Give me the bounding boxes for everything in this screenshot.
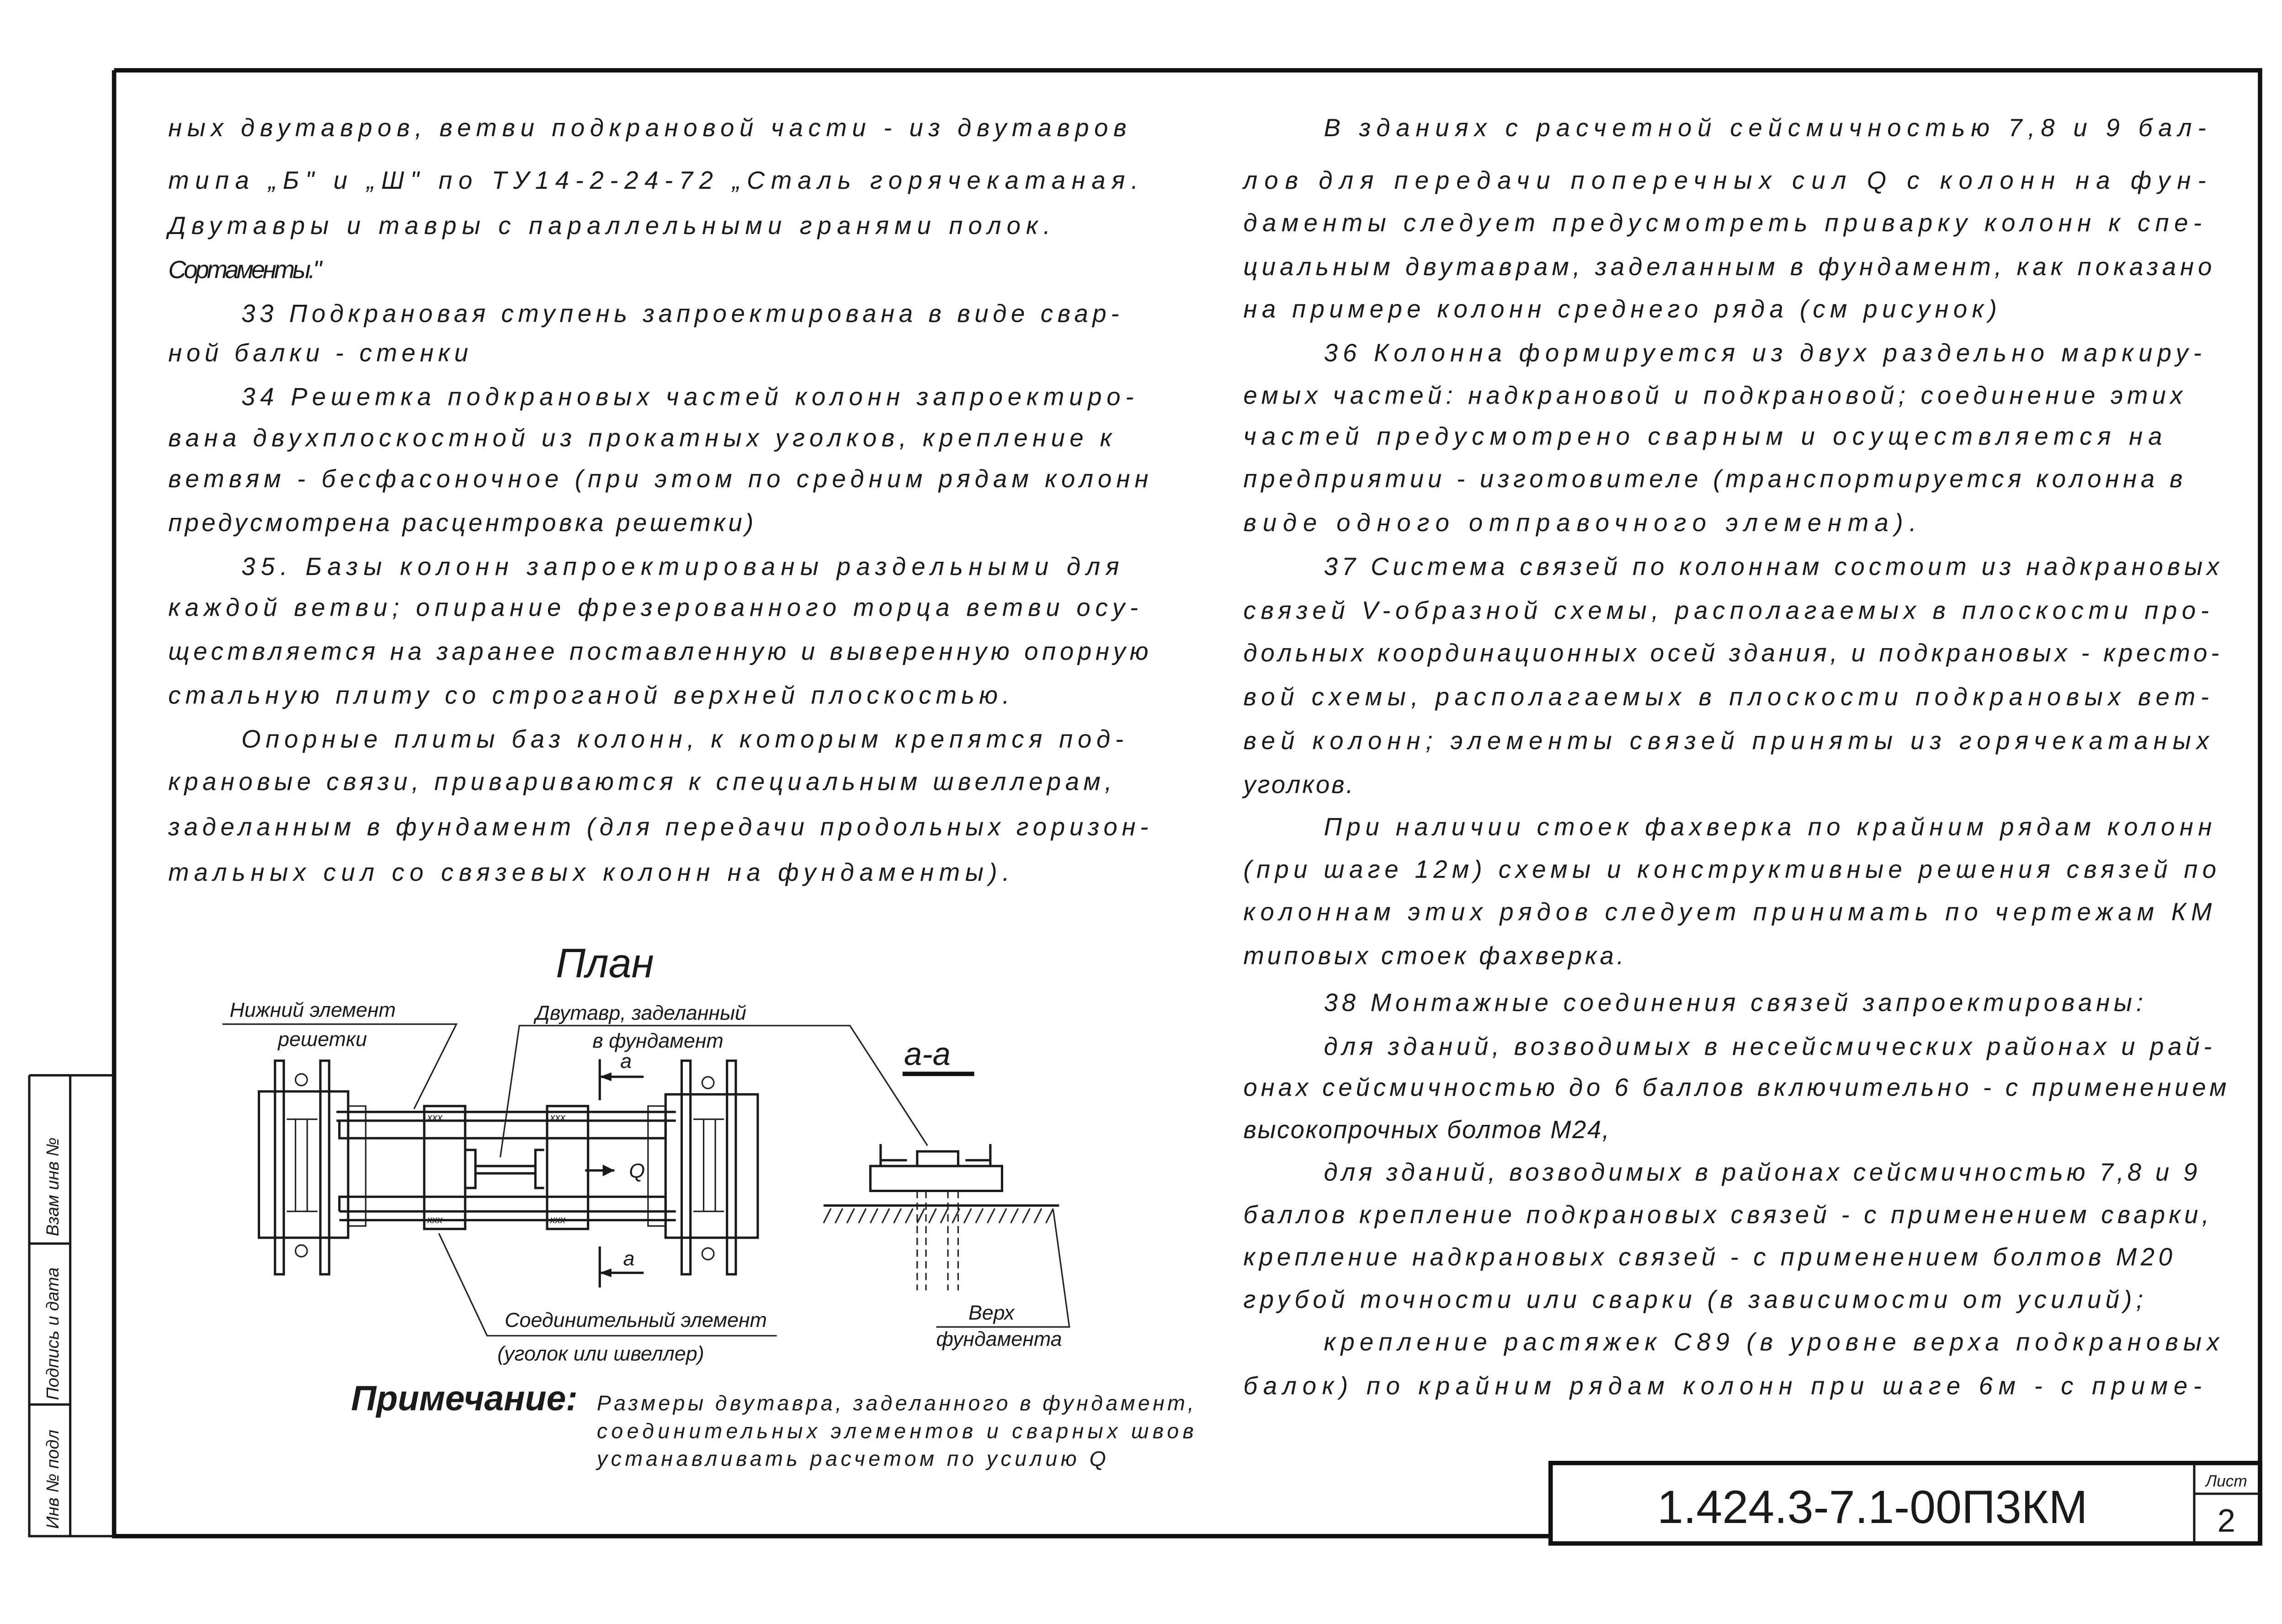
text-line: даменты следует предусмотреть приварку к… xyxy=(1244,209,2202,237)
left-column-branch xyxy=(257,1060,367,1276)
note: Примечание: Размеры двутавра, заделанног… xyxy=(351,1379,1194,1471)
right-column-branch xyxy=(647,1060,759,1276)
leader-ibeam: Двутавр, заделанный в фундамент xyxy=(500,1001,928,1158)
text-line: ветвям - бесфасоночное (при этом по сред… xyxy=(168,465,1148,493)
text-line: 35. Базы колонн запроектированы раздельн… xyxy=(241,553,1119,580)
text-line: для зданий, возводимых в несейсмических … xyxy=(1324,1033,2212,1060)
text-line: каждой ветви; опирание фрезерованного то… xyxy=(168,594,1138,622)
note-line: соединительных элементов и сварных швов xyxy=(597,1419,1194,1443)
text-line: 36 Колонна формируется из двух раздельно… xyxy=(1324,339,2202,367)
text-line: уголков. xyxy=(1242,771,1353,799)
sheet-number: 2 xyxy=(2218,1502,2235,1539)
leader-lower-element: Нижний элемент решетки xyxy=(222,999,458,1109)
text-line: Сортаменты." xyxy=(168,256,323,283)
label-lower-element: Нижний элемент xyxy=(230,999,396,1022)
text-line: Двутавры и тавры с параллельными гранями… xyxy=(165,212,1050,240)
sheet-frame xyxy=(112,68,2262,1544)
connecting-plates: xxx xxx xxx xxx xyxy=(423,1105,590,1230)
embedded-ibeam xyxy=(465,1149,544,1189)
plan-drawing: План xxx xxx x xyxy=(222,940,928,1365)
stamp-inv-original: Инв № подл xyxy=(43,1430,63,1529)
note-line: устанавливать расчетом по усилию Q xyxy=(596,1447,1106,1470)
text-line: крепление надкрановых связей - с примене… xyxy=(1244,1243,2172,1271)
svg-text:xxx: xxx xyxy=(549,1112,565,1123)
text-line: ществляется на заранее поставленную и вы… xyxy=(168,638,1148,666)
section-title: а-а xyxy=(904,1036,951,1072)
text-line: дольных координационных осей здания, и п… xyxy=(1244,639,2219,667)
document-designation: 1.424.3-7.1-00П3КМ xyxy=(1657,1480,2088,1533)
text-line: типовых стоек фахверка. xyxy=(1244,942,1624,969)
note-heading: Примечание: xyxy=(351,1379,578,1418)
section-marks: а а xyxy=(598,1050,644,1288)
left-column-text: ных двутавров, ветви подкрановой части -… xyxy=(165,114,1148,886)
svg-text:xxx: xxx xyxy=(427,1112,443,1123)
text-line: ной балки - стенки xyxy=(168,339,468,367)
right-column-text: В зданиях с расчетной сейсмичностью 7,8 … xyxy=(1242,114,2227,1400)
title-block: 1.424.3-7.1-00П3КМ Лист 2 xyxy=(1548,1460,2262,1546)
label-lower-element-2: решетки xyxy=(277,1028,367,1051)
sheet-label: Лист xyxy=(2205,1472,2247,1490)
text-line: При наличии стоек фахверка по крайним ря… xyxy=(1324,813,2212,841)
text-line: грубой точности или сварки (в зависимост… xyxy=(1244,1286,2143,1314)
text-line: В зданиях с расчетной сейсмичностью 7,8 … xyxy=(1324,114,2206,142)
text-line: Опорные плиты баз колонн, к которым креп… xyxy=(241,725,1123,753)
text-line: баллов крепление подкрановых связей - с … xyxy=(1244,1201,2209,1229)
text-line: виде одного отправочного элемента). xyxy=(1244,509,1916,537)
text-line: балок) по крайним рядам колонн при шаге … xyxy=(1244,1372,2202,1400)
text-line: колоннам этих рядов следует принимать по… xyxy=(1244,898,2212,926)
text-line: циальным двутаврам, заделанным в фундаме… xyxy=(1244,253,2212,281)
label-connecting-element-2: (уголок или швеллер) xyxy=(497,1342,704,1365)
text-line: лов для передачи поперечных сил Q с коло… xyxy=(1242,166,2206,194)
stamp-replace-inv: Взам инв № xyxy=(43,1138,63,1236)
svg-text:xxx: xxx xyxy=(549,1214,565,1225)
label-foundation-top-2: фундамента xyxy=(936,1328,1062,1351)
plan-title: План xyxy=(556,940,654,986)
side-stamp: Взам инв № Подпись и дата Инв № подл xyxy=(28,1074,114,1538)
text-line: крепление растяжек С89 (в уровне верха п… xyxy=(1324,1328,2220,1356)
leader-connecting-element: Соединительный элемент (уголок или швелл… xyxy=(438,1233,777,1365)
text-line: типа „Б" и „Ш" по ТУ14-2-24-72 „Сталь го… xyxy=(168,166,1138,194)
text-line: 38 Монтажные соединения связей запроекти… xyxy=(1324,989,2143,1017)
text-line: емых частей: надкрановой и подкрановой; … xyxy=(1244,382,2184,410)
text-line: вей колонн; элементы связей приняты из г… xyxy=(1244,727,2210,755)
force-q-arrow: Q xyxy=(585,1160,645,1182)
text-line: вой схемы, располагаемых в плоскости под… xyxy=(1244,683,2209,711)
text-line: онах сейсмичностью до 6 баллов включител… xyxy=(1244,1073,2227,1101)
text-line: предусмотрена расцентровка решетки) xyxy=(168,509,753,537)
text-line: 37 Система связей по колоннам состоит из… xyxy=(1324,553,2220,580)
section-a-a: а-а Верх фундамента xyxy=(823,1036,1070,1351)
section-mark-bottom: а xyxy=(623,1247,634,1270)
text-line: вана двухплоскостной из прокатных уголко… xyxy=(168,424,1113,452)
text-line: на примере колонн среднего ряда (см рису… xyxy=(1244,295,1997,323)
section-mark-top: а xyxy=(620,1050,632,1073)
label-connecting-element: Соединительный элемент xyxy=(505,1309,767,1331)
text-line: крановые связи, привариваются к специаль… xyxy=(168,767,1112,795)
text-line: частей предусмотрено сварным и осуществл… xyxy=(1244,422,2162,450)
text-line: тальных сил со связевых колонн на фундам… xyxy=(168,858,1009,886)
text-line: заделанным в фундамент (для передачи про… xyxy=(168,813,1148,841)
svg-text:xxx: xxx xyxy=(427,1214,443,1225)
text-line: для зданий, возводимых в районах сейсмич… xyxy=(1324,1158,2197,1186)
text-line: 34 Решетка подкрановых частей колонн зап… xyxy=(241,383,1133,411)
text-line: ных двутавров, ветви подкрановой части -… xyxy=(168,114,1126,142)
stamp-signature-date: Подпись и дата xyxy=(43,1267,63,1400)
text-line: связей V-образной схемы, располагаемых в… xyxy=(1244,596,2209,624)
text-line: высокопрочных болтов М24, xyxy=(1244,1116,1609,1144)
force-q-label: Q xyxy=(629,1160,645,1182)
text-line: (при шаге 12м) схемы и конструктивные ре… xyxy=(1244,856,2216,884)
text-line: стальную плиту со строганой верхней плос… xyxy=(168,682,1009,709)
label-ibeam: Двутавр, заделанный xyxy=(533,1001,746,1024)
text-line: предприятии - изготовителе (транспортиру… xyxy=(1244,465,2183,493)
note-line: Размеры двутавра, заделанного в фундамен… xyxy=(597,1391,1194,1415)
label-ibeam-2: в фундамент xyxy=(592,1029,723,1052)
label-foundation-top: Верх xyxy=(968,1301,1015,1324)
text-line: 33 Подкрановая ступень запроектирована в… xyxy=(241,299,1119,327)
